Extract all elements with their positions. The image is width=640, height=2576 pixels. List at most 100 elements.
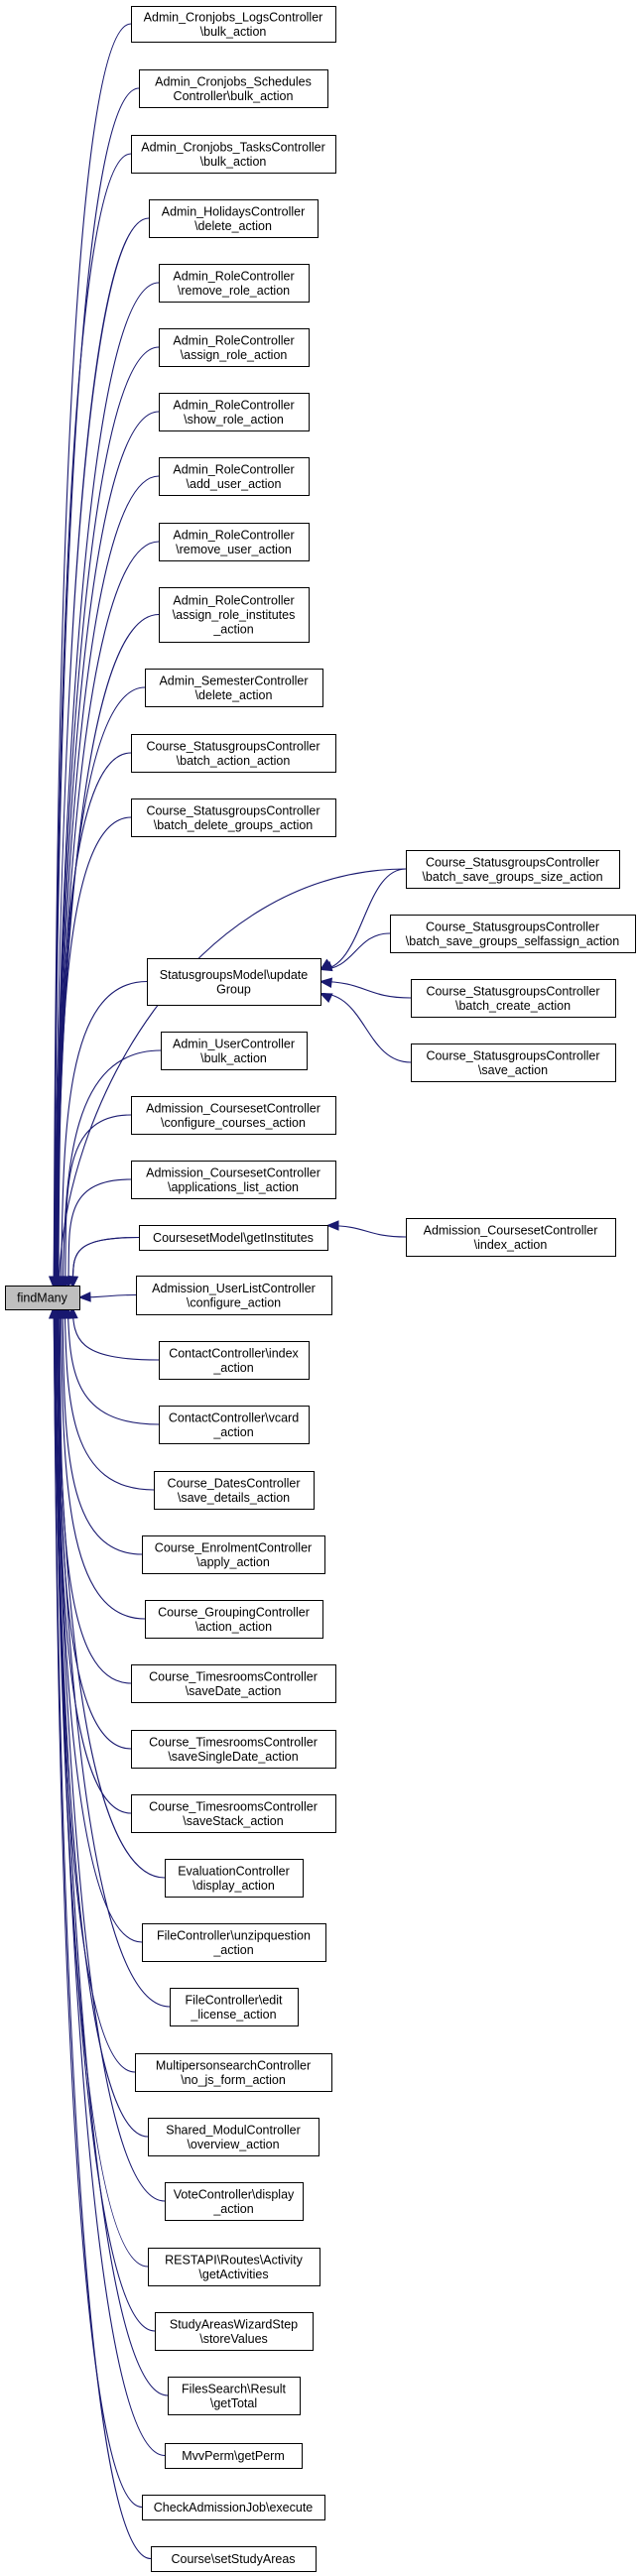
node-label-line: \configure_action [187, 1295, 281, 1309]
node-n30[interactable]: Course_TimesroomsController\saveDate_act… [131, 1664, 336, 1703]
node-label-line: ContactController\index [169, 1346, 299, 1360]
node-n37[interactable]: Shared_ModulController\overview_action [148, 2118, 320, 2156]
node-label-line: Course_StatusgroupsController [426, 1048, 599, 1062]
edge-n16-to-n15 [320, 932, 391, 971]
edges [48, 23, 412, 2560]
edge-n22-to-findMany [71, 1236, 140, 1288]
node-label-line: Admission_CoursesetController [146, 1165, 320, 1179]
node-box [136, 1276, 332, 1315]
node-box [411, 979, 616, 1018]
node-n38[interactable]: VoteController\display_action [165, 2182, 304, 2221]
node-n24[interactable]: Admission_UserListController\configure_a… [136, 1276, 332, 1315]
node-n40[interactable]: StudyAreasWizardStep\storeValues [155, 2312, 314, 2351]
node-n7[interactable]: Admin_RoleController\show_role_action [159, 393, 310, 431]
node-label-line: Admission_CoursesetController [424, 1223, 598, 1237]
node-label-line: \batch_save_groups_size_action [422, 870, 602, 884]
edge-n26-to-findMany [66, 1306, 160, 1425]
node-label-line: Course_EnrolmentController [155, 1540, 312, 1554]
node-box [159, 1341, 310, 1380]
node-box [149, 199, 319, 238]
node-n35[interactable]: FileController\edit_license_action [170, 1988, 299, 2026]
node-n16[interactable]: Course_StatusgroupsController\batch_save… [390, 915, 636, 953]
node-n27[interactable]: Course_DatesController\save_details_acti… [154, 1471, 315, 1510]
node-n19[interactable]: Admin_UserController\bulk_action [161, 1032, 308, 1070]
node-n8[interactable]: Admin_RoleController\add_user_action [159, 457, 310, 496]
node-findmany[interactable]: findMany [5, 1286, 80, 1310]
node-n13[interactable]: Course_StatusgroupsController\batch_dele… [131, 798, 336, 837]
node-label-line: FileController\unzipquestion [157, 1928, 311, 1942]
node-n29[interactable]: Course_GroupingController\action_action [145, 1600, 323, 1639]
node-n28[interactable]: Course_EnrolmentController\apply_action [142, 1535, 325, 1574]
node-label-line: MvvPerm\getPerm [182, 2449, 285, 2463]
edge-n15-to-findMany [61, 980, 148, 1288]
node-label-line: FilesSearch\Result [182, 2382, 286, 2395]
node-label-line: \assign_role_institutes [173, 608, 296, 622]
node-n12[interactable]: Course_StatusgroupsController\batch_acti… [131, 734, 336, 773]
node-n42[interactable]: MvvPerm\getPerm [165, 2443, 303, 2469]
node-box [159, 393, 310, 431]
node-label-line: \configure_courses_action [161, 1116, 306, 1130]
node-label-line: \action_action [195, 1620, 272, 1634]
node-n3[interactable]: Admin_Cronjobs_TasksController\bulk_acti… [131, 135, 336, 174]
edge-n22-to-findMany [71, 1236, 140, 1288]
node-n34[interactable]: FileController\unzipquestion_action [142, 1923, 326, 1962]
node-box [131, 1664, 336, 1703]
edge-n17-to-n15 [320, 980, 412, 999]
node-box [159, 328, 310, 367]
node-n14[interactable]: Course_StatusgroupsController\batch_save… [406, 850, 620, 889]
edge-n38-to-findMany [54, 1306, 166, 2202]
node-n18[interactable]: Course_StatusgroupsController\save_actio… [411, 1043, 616, 1082]
node-n20[interactable]: Admission_CoursesetController\configure_… [131, 1096, 336, 1135]
node-n44[interactable]: Course\setStudyAreas [151, 2546, 317, 2572]
node-n1[interactable]: Admin_Cronjobs_LogsController\bulk_actio… [131, 6, 336, 43]
node-n9[interactable]: Admin_RoleController\remove_user_action [159, 523, 310, 561]
node-box [131, 135, 336, 174]
node-n10[interactable]: Admin_RoleController\assign_role_institu… [159, 587, 310, 643]
node-label-line: Admission_CoursesetController [146, 1101, 320, 1115]
node-label-line: Admin_RoleController [173, 333, 294, 347]
node-n32[interactable]: Course_TimesroomsController\saveStack_ac… [131, 1794, 336, 1833]
node-n33[interactable]: EvaluationController\display_action [165, 1859, 304, 1898]
node-n39[interactable]: RESTAPI\Routes\Activity\getActivities [148, 2248, 320, 2286]
edge-n35-to-findMany [56, 1306, 171, 2008]
node-label-line: \bulk_action [200, 1051, 267, 1065]
node-label-line: Course_StatusgroupsController [146, 739, 320, 753]
node-label-line: RESTAPI\Routes\Activity [165, 2253, 303, 2267]
node-n31[interactable]: Course_TimesroomsController\saveSingleDa… [131, 1730, 336, 1769]
node-box [154, 1471, 315, 1510]
edge-n9-to-findMany [55, 541, 160, 1288]
node-n23[interactable]: Admission_CoursesetController\index_acti… [406, 1218, 616, 1257]
node-n22[interactable]: CoursesetModel\getInstitutes [139, 1225, 328, 1251]
node-label-line: Course_StatusgroupsController [426, 855, 599, 869]
node-n43[interactable]: CheckAdmissionJob\execute [142, 2495, 325, 2520]
node-n2[interactable]: Admin_Cronjobs_SchedulesController\bulk_… [139, 69, 328, 108]
arrowhead-n23-to-n22 [325, 1220, 339, 1231]
node-label-line: StudyAreasWizardStep [170, 2317, 298, 2331]
node-label-line: \getTotal [210, 2396, 257, 2410]
node-box [131, 6, 336, 43]
node-label-line: _action [212, 1943, 253, 1957]
node-n41[interactable]: FilesSearch\Result\getTotal [168, 2377, 301, 2415]
node-label-line: \batch_action_action [177, 754, 291, 768]
node-label-line: Admin_HolidaysController [162, 204, 306, 218]
node-box [159, 1406, 310, 1444]
node-n26[interactable]: ContactController\vcard_action [159, 1406, 310, 1444]
node-label-line: \bulk_action [200, 155, 267, 169]
node-n6[interactable]: Admin_RoleController\assign_role_action [159, 328, 310, 367]
edge-n19-to-findMany [62, 1049, 162, 1288]
node-n5[interactable]: Admin_RoleController\remove_role_action [159, 264, 310, 303]
node-n4[interactable]: Admin_HolidaysController\delete_action [149, 199, 319, 238]
node-n11[interactable]: Admin_SemesterController\delete_action [145, 669, 323, 707]
node-n17[interactable]: Course_StatusgroupsController\batch_crea… [411, 979, 616, 1018]
node-label-line: \remove_user_action [176, 543, 292, 556]
node-n36[interactable]: MultipersonsearchController\no_js_form_a… [135, 2053, 332, 2092]
node-box [142, 2495, 325, 2520]
node-n25[interactable]: ContactController\index_action [159, 1341, 310, 1380]
node-label-line: \saveDate_action [186, 1684, 282, 1698]
node-label-line: \delete_action [195, 688, 273, 702]
node-box [390, 915, 636, 953]
node-n21[interactable]: Admission_CoursesetController\applicatio… [131, 1161, 336, 1199]
node-label-line: \index_action [474, 1238, 548, 1252]
node-box [145, 669, 323, 707]
